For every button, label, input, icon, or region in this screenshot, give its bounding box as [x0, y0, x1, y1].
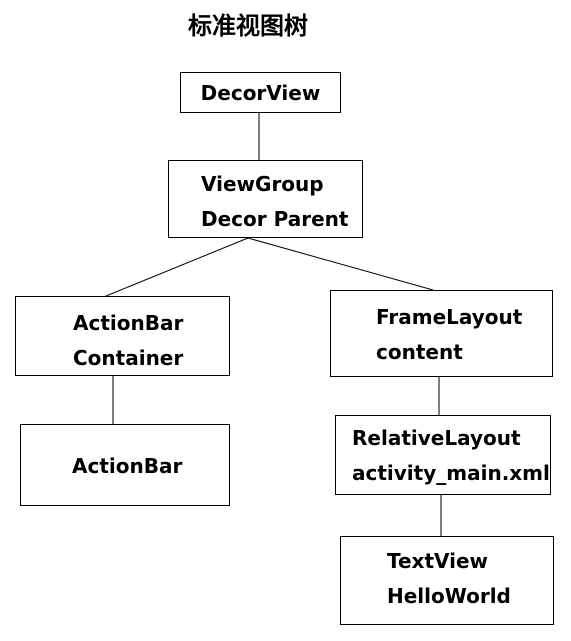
node-label: ActionBar	[73, 311, 184, 335]
node-label: TextView	[387, 549, 489, 573]
node-framelayout-content: FrameLayout content	[330, 290, 553, 377]
node-label: FrameLayout	[376, 305, 523, 329]
node-relativelayout-activity-main: RelativeLayout activity_main.xml	[335, 415, 551, 495]
node-sublabel: Container	[73, 346, 184, 370]
node-label: ViewGroup	[201, 172, 324, 196]
edge-viewgroup-framelayout	[247, 237, 434, 291]
node-label: DecorView	[200, 81, 321, 105]
node-decorview: DecorView	[180, 72, 341, 113]
diagram-title: 标准视图树	[188, 12, 308, 40]
node-label: RelativeLayout	[352, 426, 521, 450]
node-actionbar: ActionBar	[20, 424, 230, 506]
node-actionbar-container: ActionBar Container	[15, 296, 230, 376]
edge-viewgroup-actionbar-container	[105, 237, 249, 297]
node-sublabel: Decor Parent	[201, 207, 349, 231]
node-label: ActionBar	[72, 454, 183, 478]
node-textview-helloworld: TextView HelloWorld	[340, 536, 554, 625]
node-sublabel: activity_main.xml	[352, 461, 550, 485]
node-sublabel: HelloWorld	[387, 584, 511, 608]
node-sublabel: content	[376, 340, 463, 364]
node-viewgroup-decor-parent: ViewGroup Decor Parent	[168, 160, 363, 238]
